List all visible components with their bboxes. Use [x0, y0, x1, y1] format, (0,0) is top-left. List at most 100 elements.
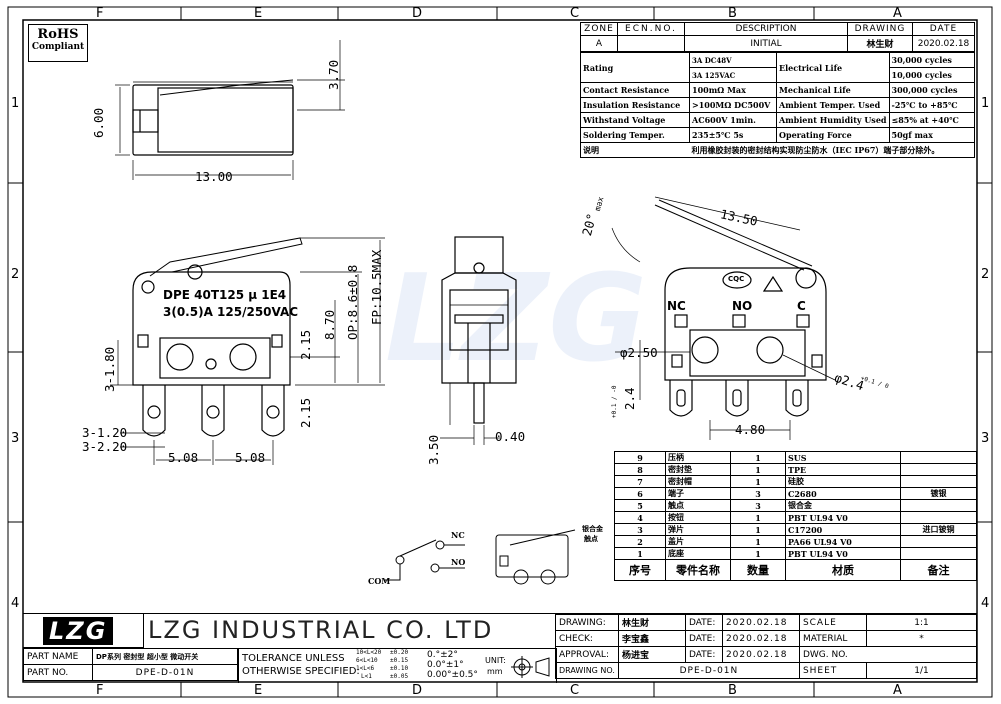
rohs-title: RoHS	[37, 27, 79, 42]
check-by: 李宝鑫	[617, 630, 686, 647]
tol-range: 1<L<6	[356, 665, 375, 672]
part-no-label: PART NO.	[23, 664, 93, 681]
bom-cell: 9	[614, 451, 666, 464]
bom-cell: 8	[614, 463, 666, 476]
zone-label-left: 4	[11, 596, 20, 611]
dim-fp: FP:10.5MAX	[369, 249, 384, 325]
bom-cell: 5	[614, 499, 666, 512]
dim-3-50: 3.50	[426, 434, 441, 465]
bom-cell: 镀银	[900, 487, 977, 500]
date-value: 2020.02.18	[721, 614, 800, 631]
sheet-label: SHEET	[798, 662, 867, 679]
date-label: DATE:	[684, 646, 723, 663]
bom-cell: 1	[730, 511, 786, 524]
bom-cell: 3	[614, 523, 666, 536]
dim-2-15-b: 2.15	[298, 397, 313, 428]
drawing-by-label: DRAWING:	[555, 614, 619, 631]
schematic-nc: NC	[451, 530, 465, 540]
zone-label-left: 2	[11, 267, 20, 282]
zone-label-bottom: F	[96, 683, 104, 698]
angle-tol: 0.00°±0.5°	[427, 670, 478, 680]
bom-cell: C2680	[785, 487, 901, 500]
scale-value: 1:1	[865, 614, 978, 631]
dim-width-13: 13.00	[195, 169, 233, 184]
dim-pitch-2: 5.08	[235, 450, 266, 465]
part-marking-2: 3(0.5)A 125/250VAC	[163, 305, 299, 319]
rev-zone: A	[580, 35, 618, 52]
bom-cell	[900, 511, 977, 524]
bom-cell: 密封帽	[665, 475, 731, 488]
tol-value: ±0.05	[390, 673, 409, 680]
bom-header-row: 序号 零件名称 数量 材质 备注	[614, 559, 977, 581]
bom-cell: SUS	[785, 451, 901, 464]
zone-label-top: A	[893, 6, 902, 21]
dim-3-1-80: 3-1.80	[102, 346, 117, 392]
bom-cell: 端子	[665, 487, 731, 500]
cqc-mark: CQC	[728, 275, 745, 283]
tol-value: ±0.10	[390, 665, 409, 672]
bom-cell: 1	[730, 475, 786, 488]
dim-3-2-20: 3-2.20	[82, 439, 128, 454]
dim-op: OP:8.6±0.8	[345, 264, 360, 340]
bom-cell: 4	[614, 511, 666, 524]
top-view	[115, 40, 345, 180]
spec-elec-life-label: Electrical Life	[776, 52, 890, 83]
title-block	[23, 613, 977, 683]
zone-label-right: 2	[981, 267, 990, 282]
tol-value: ±0.15	[390, 657, 409, 664]
unit-label: UNIT:	[485, 656, 506, 665]
dim-3-1-20: 3-1.20	[82, 425, 128, 440]
side-view	[440, 236, 517, 445]
approval-by: 杨进宝	[617, 646, 686, 663]
bom-cell: PA66 UL94 V0	[785, 535, 901, 548]
zone-label-top: C	[570, 6, 580, 21]
date-value: 2020.02.18	[721, 646, 800, 663]
bom-header: 序号	[614, 559, 666, 581]
check-by-label: CHECK:	[555, 630, 619, 647]
part-name-label: PART NAME	[23, 648, 93, 665]
spec-note: 利用橡胶封装的密封结构实现防尘防水（IEC IP67）端子部分除外。	[689, 142, 975, 158]
product-sketch	[495, 529, 576, 585]
zone-label-bottom: D	[412, 683, 423, 698]
material-label: MATERIAL	[798, 630, 867, 647]
logo-box: LZG	[23, 614, 144, 648]
spec-cell: 50gf max	[888, 127, 975, 143]
revision-table: ZONE ECN.NO. DESCRIPTION DRAWING DATE A …	[580, 22, 975, 52]
company-logo: LZG	[43, 617, 114, 645]
dim-phi-2-50: φ2.50	[620, 345, 658, 360]
bom-cell: 进口铍铜	[900, 523, 977, 536]
company-name: LZG INDUSTRIAL CO. LTD	[148, 616, 494, 644]
bom-cell: 弹片	[665, 523, 731, 536]
bom-cell: 盖片	[665, 535, 731, 548]
zone-label-top: D	[412, 6, 423, 21]
front-view	[110, 237, 385, 465]
material-value: *	[865, 630, 978, 647]
zone-label-right: 3	[981, 431, 990, 446]
bom-cell: PBT UL94 V0	[785, 547, 901, 560]
tolerance-line-1: TOLERANCE UNLESS	[242, 653, 345, 664]
bom-cell: 3	[730, 487, 786, 500]
bom-cell: 触点	[665, 499, 731, 512]
dim-height-6: 6.00	[91, 107, 106, 138]
zone-label-left: 1	[11, 96, 20, 111]
bom-cell: 6	[614, 487, 666, 500]
bom-cell: PBT UL94 V0	[785, 511, 901, 524]
dim-pitch-1: 5.08	[168, 450, 199, 465]
dim-2-4-height-tol: +0.1 / -0	[611, 385, 618, 418]
terminal-c-label: C	[797, 299, 806, 313]
bom-cell: 银合金	[785, 499, 901, 512]
spec-table: Rating 3A DC48V Electrical Life 30,000 c…	[580, 52, 975, 158]
bom-cell: C17200	[785, 523, 901, 536]
part-table: PART NAME DP系列 密封型 超小型 微动开关 PART NO. DPE…	[23, 648, 238, 681]
rohs-subtitle: Compliant	[31, 42, 85, 52]
projection-icon	[511, 656, 550, 678]
bom-cell: 3	[730, 499, 786, 512]
bom-cell	[900, 451, 977, 464]
